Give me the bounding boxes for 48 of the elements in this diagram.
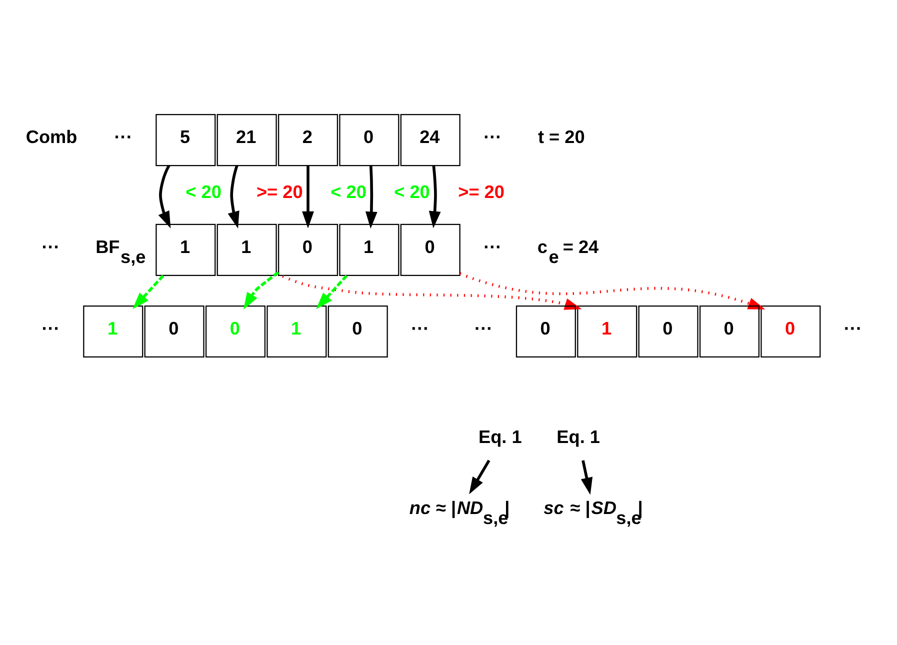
node-box: 1 xyxy=(216,223,277,276)
arrow xyxy=(132,274,164,309)
node-box: 0 xyxy=(760,304,821,358)
edge-label: < 20 xyxy=(186,182,222,202)
arrow xyxy=(428,165,441,228)
arrow xyxy=(302,165,314,228)
arrow xyxy=(316,274,348,309)
label: Comb xyxy=(26,126,78,147)
label: ··· xyxy=(42,236,60,257)
label: ··· xyxy=(42,318,60,338)
edge-label: < 20 xyxy=(330,182,366,202)
arrow xyxy=(469,459,490,494)
arrow xyxy=(228,164,240,228)
node-box: 1 xyxy=(339,223,400,276)
arrow xyxy=(459,272,766,309)
node-text: Eq. 1 xyxy=(556,426,600,446)
node-box: 0 xyxy=(638,304,698,358)
arrow xyxy=(243,270,280,310)
label: ··· xyxy=(484,126,502,147)
label: ··· xyxy=(474,318,493,338)
label: ··· xyxy=(114,126,132,147)
node-text: Eq. 1 xyxy=(478,426,522,446)
node-box: 2 xyxy=(278,113,338,166)
node-box: 0 xyxy=(339,113,400,166)
label: ··· xyxy=(844,318,862,338)
node-box: 1 xyxy=(156,223,216,276)
arrow xyxy=(158,164,171,228)
arrow xyxy=(580,460,593,494)
node-box: 5 xyxy=(156,113,216,166)
label: ··· xyxy=(411,318,430,338)
label: ··· xyxy=(484,236,502,257)
arrow xyxy=(365,164,378,228)
node-box: 24 xyxy=(400,113,460,166)
edge-label: >= 20 xyxy=(256,182,303,202)
node-box: 0 xyxy=(328,304,388,358)
node-box: 21 xyxy=(216,113,277,166)
label: t = 20 xyxy=(538,126,585,147)
node-box: 0 xyxy=(205,304,266,358)
edge-label: >= 20 xyxy=(458,182,504,202)
node-box: 0 xyxy=(699,304,760,358)
node-box: 1 xyxy=(83,304,144,358)
node-box: 0 xyxy=(278,223,338,276)
edge-label: < 20 xyxy=(394,182,430,202)
node-box: 1 xyxy=(266,304,327,358)
node-box: 0 xyxy=(144,304,204,358)
node-box: 1 xyxy=(577,304,638,358)
node-box: 0 xyxy=(516,304,576,358)
node-box: 0 xyxy=(400,223,460,276)
